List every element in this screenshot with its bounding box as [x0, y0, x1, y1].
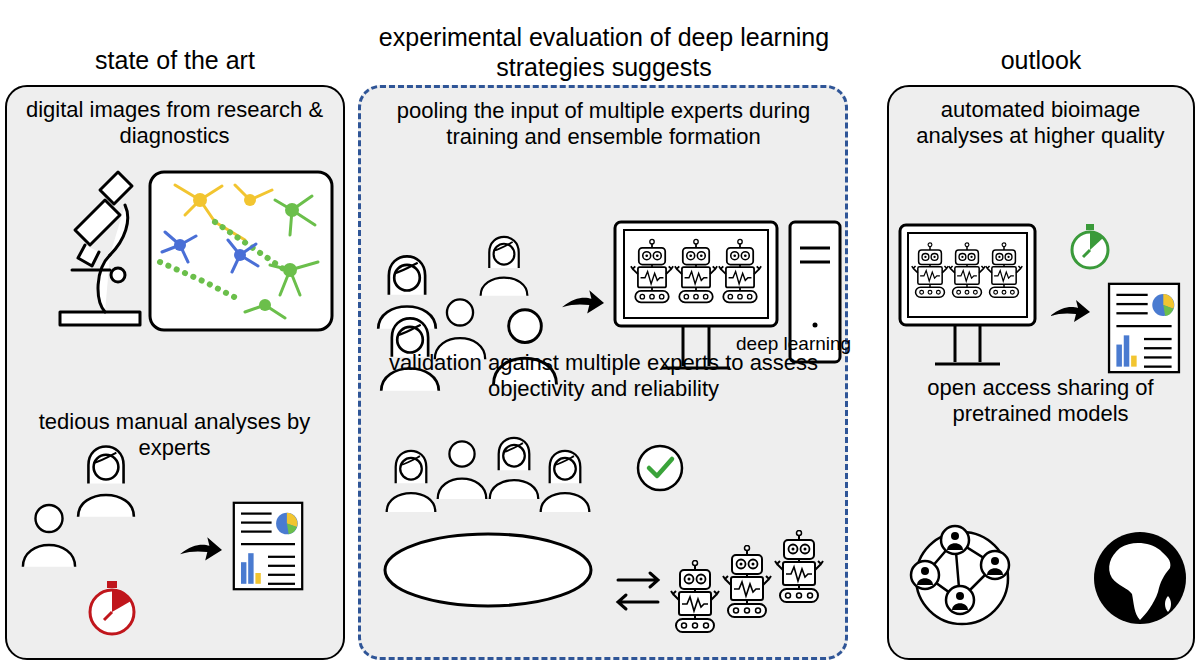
caption-label: deep learning: [736, 333, 851, 355]
panel-caption: open access sharing of pretrained models: [895, 375, 1186, 428]
column-heading: experimental evaluation of deep learning…: [359, 22, 849, 82]
column-heading: outlook: [887, 45, 1195, 75]
panel-caption: automated bioimage analyses at higher qu…: [895, 97, 1186, 150]
panel-caption: digital images from research & diagnosti…: [13, 97, 336, 150]
panel-box: experimental evaluation of deep learning…: [358, 85, 848, 660]
panel-caption: validation against multiple experts to a…: [367, 350, 840, 403]
panel-box: state of the artdigital images from rese…: [5, 85, 345, 660]
column-heading: state of the art: [5, 45, 345, 75]
panel-box: outlookautomated bioimage analyses at hi…: [887, 85, 1195, 660]
panel-caption: tedious manual analyses by experts: [13, 409, 336, 462]
panel-caption: pooling the input of multiple experts du…: [367, 98, 840, 151]
